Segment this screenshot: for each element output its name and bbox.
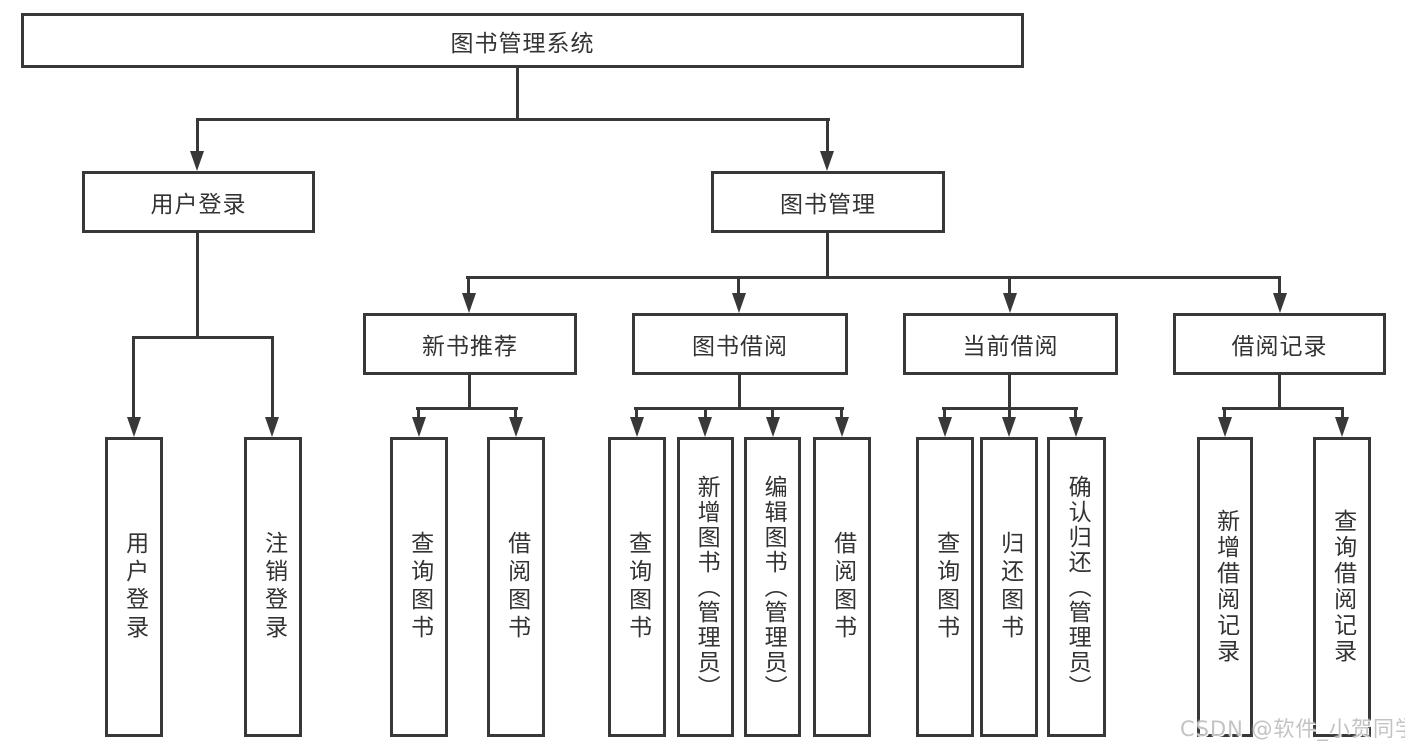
arrow-down-icon <box>1003 293 1017 313</box>
leaf-borrow-books-1: 借阅图书 <box>487 437 545 737</box>
arrow-down-icon <box>630 417 644 437</box>
leaf-add-book-admin: 新增图书（管理员） <box>677 437 734 737</box>
node-new-book-recommendation: 新书推荐 <box>363 313 577 375</box>
arrow-down-icon <box>1335 417 1349 437</box>
connector-line <box>635 407 638 421</box>
arrow-down-icon <box>820 151 834 171</box>
arrow-down-icon <box>1069 417 1083 437</box>
connector-line <box>514 407 517 421</box>
connector-line <box>1222 407 1344 410</box>
node-book-management-branch: 图书管理 <box>711 171 945 233</box>
connector-line <box>771 407 774 421</box>
connector-line <box>1278 276 1281 296</box>
arrow-down-icon <box>412 417 426 437</box>
connector-line <box>467 276 470 296</box>
leaf-label: 查询借阅记录 <box>1329 509 1356 665</box>
connector-line <box>1008 407 1011 421</box>
connector-line <box>466 276 1281 279</box>
connector-line <box>468 375 471 407</box>
leaf-confirm-return-admin: 确认归还（管理员） <box>1047 437 1106 737</box>
arrow-down-icon <box>1218 417 1232 437</box>
connector-line <box>1278 375 1281 407</box>
leaf-return-books: 归还图书 <box>980 437 1038 737</box>
leaf-add-borrow-record: 新增借阅记录 <box>1197 437 1253 737</box>
arrow-down-icon <box>265 417 279 437</box>
connector-line <box>132 336 135 421</box>
leaf-label: 注销登录 <box>260 531 287 643</box>
node-borrowing-records: 借阅记录 <box>1173 313 1386 375</box>
leaf-label: 查询图书 <box>624 531 651 643</box>
arrow-down-icon <box>190 151 204 171</box>
leaf-label: 查询图书 <box>932 531 959 643</box>
leaf-label: 新增借阅记录 <box>1212 509 1239 665</box>
connector-line <box>634 407 844 410</box>
connector-line <box>737 276 740 296</box>
leaf-label: 确认归还（管理员） <box>1064 474 1091 700</box>
connector-line <box>196 233 199 336</box>
connector-line <box>826 118 829 158</box>
connector-line <box>943 407 946 421</box>
arrow-down-icon <box>732 293 746 313</box>
leaf-borrow-books-2: 借阅图书 <box>813 437 871 737</box>
connector-line <box>416 407 518 410</box>
arrow-down-icon <box>127 417 141 437</box>
node-root-system: 图书管理系统 <box>21 13 1024 68</box>
arrow-down-icon <box>1002 417 1016 437</box>
connector-line <box>738 375 741 407</box>
connector-line <box>132 336 274 339</box>
connector-line <box>196 118 199 158</box>
connector-line <box>1341 407 1344 421</box>
connector-line <box>516 68 519 118</box>
connector-line <box>196 118 830 121</box>
arrow-down-icon <box>938 417 952 437</box>
arrow-down-icon <box>509 417 523 437</box>
connector-line <box>1008 276 1011 296</box>
node-user-login-branch: 用户登录 <box>82 171 315 233</box>
leaf-query-books-1: 查询图书 <box>390 437 448 737</box>
connector-line <box>826 233 829 276</box>
leaf-query-books-2: 查询图书 <box>608 437 666 737</box>
connector-line <box>1074 407 1077 421</box>
arrow-down-icon <box>698 417 712 437</box>
arrow-down-icon <box>835 417 849 437</box>
arrow-down-icon <box>766 417 780 437</box>
connector-line <box>1223 407 1226 421</box>
leaf-user-login: 用户登录 <box>105 437 163 737</box>
leaf-label: 新增图书（管理员） <box>693 474 720 700</box>
node-book-borrowing: 图书借阅 <box>632 313 848 375</box>
connector-line <box>840 407 843 421</box>
leaf-label: 查询图书 <box>406 531 433 643</box>
connector-line <box>1008 375 1011 407</box>
leaf-label: 编辑图书（管理员） <box>760 474 787 700</box>
leaf-label: 借阅图书 <box>829 531 856 643</box>
connector-line <box>271 336 274 421</box>
leaf-label: 归还图书 <box>996 531 1023 643</box>
connector-line <box>704 407 707 421</box>
arrow-down-icon <box>462 293 476 313</box>
leaf-query-borrow-records: 查询借阅记录 <box>1313 437 1371 737</box>
connector-line <box>417 407 420 421</box>
leaf-label: 用户登录 <box>121 531 148 643</box>
leaf-logout: 注销登录 <box>244 437 302 737</box>
csdn-watermark: CSDN @软件_小贺同学 <box>1180 717 1405 741</box>
leaf-query-books-3: 查询图书 <box>916 437 974 737</box>
node-current-borrowing: 当前借阅 <box>903 313 1118 375</box>
leaf-edit-book-admin: 编辑图书（管理员） <box>744 437 801 737</box>
arrow-down-icon <box>1273 293 1287 313</box>
leaf-label: 借阅图书 <box>503 531 530 643</box>
